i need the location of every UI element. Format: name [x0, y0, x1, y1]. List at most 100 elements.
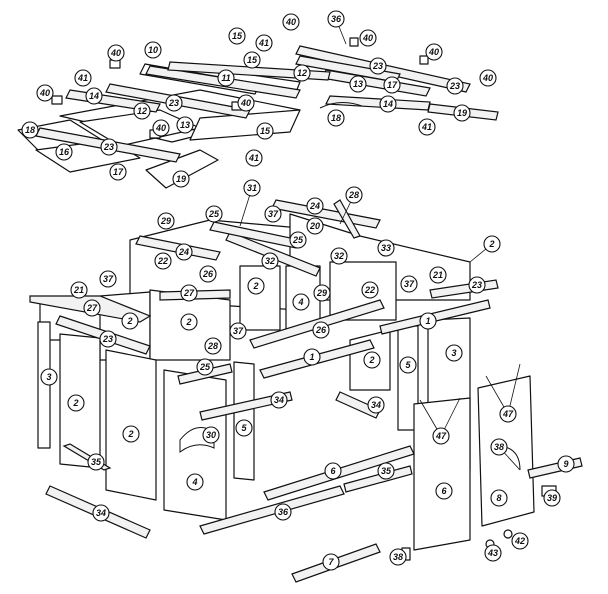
- callout-number: 13: [353, 79, 363, 89]
- callout-number: 40: [110, 48, 121, 58]
- callout-number: 26: [315, 325, 327, 335]
- callout-c40c: 40: [425, 43, 443, 61]
- callout-circle: [543, 489, 561, 507]
- callout-number: 12: [297, 68, 307, 78]
- callout-number: 23: [168, 98, 179, 108]
- callout-number: 2: [368, 355, 374, 365]
- callout-number: 23: [102, 334, 113, 344]
- callout-circle: [165, 94, 183, 112]
- callout-c35b: 35: [377, 462, 395, 480]
- callout-circle: [435, 482, 453, 500]
- callout-number: 2: [72, 398, 78, 408]
- callout-circle: [21, 121, 39, 139]
- callout-c30: 30: [202, 426, 220, 444]
- callout-circle: [199, 265, 217, 283]
- callout-c2a: 2: [483, 235, 501, 253]
- callout-c40g: 40: [36, 84, 54, 102]
- callout-number: 32: [334, 251, 344, 261]
- callout-circle: [133, 102, 151, 120]
- callout-circle: [40, 368, 58, 386]
- callout-circle: [446, 77, 464, 95]
- callout-c5b: 5: [235, 419, 253, 437]
- callout-number: 30: [206, 430, 216, 440]
- callout-c23c: 23: [165, 94, 183, 112]
- callout-c41d: 41: [245, 149, 263, 167]
- callout-c40h: 40: [152, 119, 170, 137]
- callout-circle: [399, 356, 417, 374]
- callout-c42: 42: [511, 532, 529, 550]
- callout-c23a: 23: [369, 57, 387, 75]
- callout-number: 31: [247, 183, 257, 193]
- callout-c28: 28: [345, 186, 363, 204]
- callout-number: 3: [46, 372, 51, 382]
- callout-circle: [229, 322, 247, 340]
- callout-c2d: 2: [180, 313, 198, 331]
- callout-c10: 10: [144, 41, 162, 59]
- callout-number: 15: [247, 55, 258, 65]
- callout-circle: [377, 239, 395, 257]
- callout-circle: [484, 544, 502, 562]
- callout-number: 7: [328, 557, 334, 567]
- callout-c23e: 23: [468, 276, 486, 294]
- callout-c14b: 14: [379, 95, 397, 113]
- callout-c2g: 2: [122, 425, 140, 443]
- callout-number: 41: [421, 122, 432, 132]
- callout-number: 17: [113, 167, 124, 177]
- callout-number: 14: [89, 91, 99, 101]
- callout-number: 40: [155, 123, 166, 133]
- callout-number: 19: [176, 174, 186, 184]
- callout-number: 38: [393, 552, 403, 562]
- callout-c40f: 40: [237, 94, 255, 112]
- callout-circle: [289, 231, 307, 249]
- callout-number: 23: [471, 280, 482, 290]
- callout-circle: [367, 396, 385, 414]
- callout-c40b: 40: [359, 29, 377, 47]
- callout-c2b: 2: [247, 277, 265, 295]
- callout-circle: [282, 13, 300, 31]
- callout-circle: [157, 212, 175, 230]
- callout-number: 37: [404, 279, 415, 289]
- callout-number: 15: [260, 126, 271, 136]
- callout-circle: [330, 247, 348, 265]
- callout-number: 21: [73, 285, 84, 295]
- callout-c26a: 26: [199, 265, 217, 283]
- callout-circle: [313, 284, 331, 302]
- callout-circle: [557, 455, 575, 473]
- callout-circle: [92, 504, 110, 522]
- callout-c43: 43: [484, 544, 502, 562]
- callout-number: 34: [96, 508, 106, 518]
- callout-c3a: 3: [445, 344, 463, 362]
- callout-number: 47: [435, 431, 447, 441]
- callout-number: 36: [331, 14, 342, 24]
- callout-c24b: 24: [175, 243, 193, 261]
- callout-number: 8: [496, 493, 501, 503]
- callout-c23b: 23: [446, 77, 464, 95]
- callout-c29a: 29: [157, 212, 175, 230]
- callout-number: 40: [428, 47, 439, 57]
- callout-number: 41: [258, 38, 269, 48]
- roof-rail-12: [167, 61, 331, 81]
- callout-circle: [432, 427, 450, 445]
- callout-number: 29: [160, 216, 171, 226]
- callout-circle: [235, 419, 253, 437]
- callout-number: 23: [449, 81, 460, 91]
- callout-circle: [196, 358, 214, 376]
- callout-c29b: 29: [313, 284, 331, 302]
- callout-circle: [361, 281, 379, 299]
- callout-number: 43: [487, 548, 498, 558]
- callout-circle: [245, 149, 263, 167]
- callout-circle: [383, 76, 401, 94]
- callout-circle: [255, 34, 273, 52]
- rail-34-mid: [335, 391, 381, 419]
- bracket-40-b: [349, 37, 359, 47]
- callout-circle: [70, 281, 88, 299]
- callout-number: 37: [233, 326, 244, 336]
- callout-number: 4: [297, 297, 303, 307]
- callout-c34a: 34: [270, 391, 288, 409]
- callout-c11: 11: [217, 69, 235, 87]
- bracket-40-c: [419, 55, 429, 65]
- callout-number: 32: [265, 256, 275, 266]
- callout-circle: [202, 426, 220, 444]
- callout-c18b: 18: [327, 109, 345, 127]
- callout-number: 5: [405, 360, 411, 370]
